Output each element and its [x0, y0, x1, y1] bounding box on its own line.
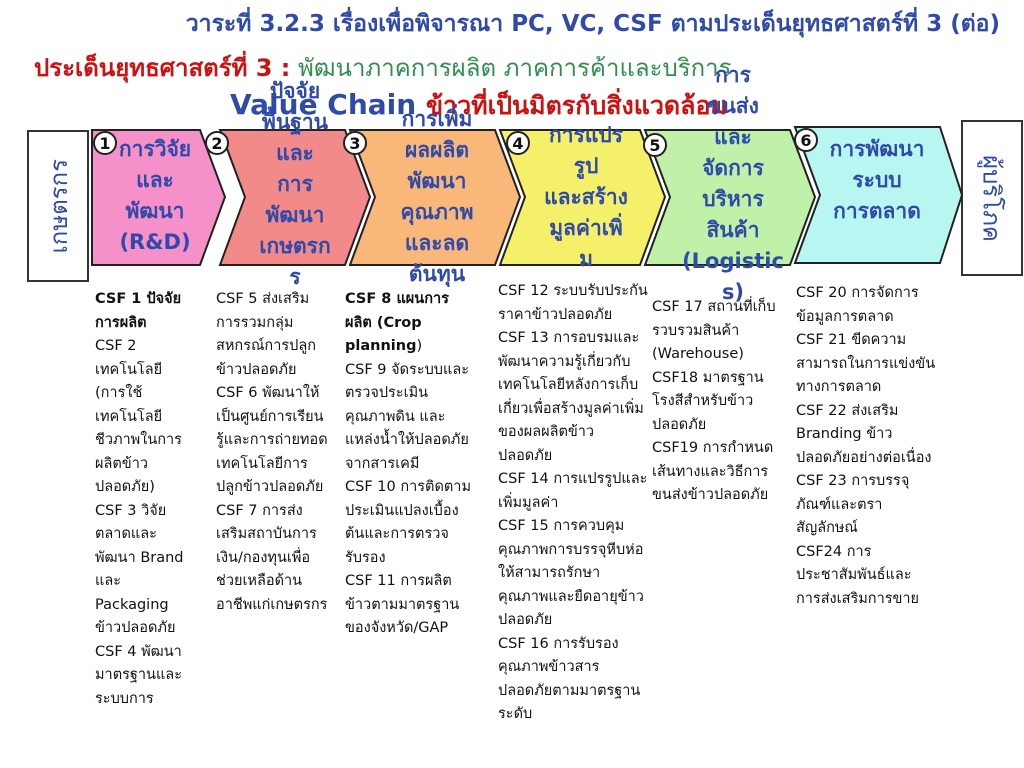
stage-6-arrow: [793, 126, 964, 264]
stage-2-text: ปัจจัย พื้นฐาน และ การ พัฒนา เกษตรก ร: [259, 79, 331, 289]
csf-column-2: CSF 5 ส่งเสริมการรวมกลุ่มสหกรณ์การปลูกข้…: [216, 291, 328, 613]
stage-3-arrow: [348, 129, 522, 266]
stage-1-number: 1: [93, 131, 117, 155]
stage-6-text: การพัฒนา ระบบ การตลาด: [829, 137, 925, 223]
stage-2-arrow: [218, 129, 372, 266]
value-chain-label: Value Chain: [230, 88, 417, 121]
csf-1-heading: CSF 1 ปัจจัยการผลิต: [95, 291, 182, 331]
stage-4-number: 4: [506, 131, 530, 155]
stage-1-text: การวิจัย และ พัฒนา (R&D): [118, 137, 192, 254]
stage-5-text: การ ขนส่ง และ จัดการ บริหาร สินค้า (Logi…: [682, 63, 784, 304]
csf-column-4: CSF 12 ระบบรับประกันราคาข้าวปลอดภัย CSF …: [498, 283, 648, 722]
consumer-label: ผู้บริโภค: [977, 154, 1006, 242]
stage-4-text: การแปร รูป และสร้าง มูลค่าเพิ่ ม: [544, 123, 628, 271]
csf-8-heading-a: CSF 8 แผนการผลิต (: [345, 291, 449, 331]
csf-8-heading-b: Crop planning: [345, 314, 422, 355]
csf-column-5: CSF 17 สถานที่เก็บรวบรวมสินค้า (Warehous…: [652, 299, 776, 503]
strategy-text: พัฒนาภาคการผลิต ภาคการค้าและบริการ: [298, 54, 732, 82]
stage-3-text: การเพิ่ม ผลผลิต พัฒนา คุณภาพ และลด ต้นทุ…: [400, 107, 474, 286]
stage-5-number: 5: [643, 133, 667, 157]
value-chain-title: Value Chain ข้าวที่เป็นมิตรกับสิ่งแวดล้อ…: [230, 86, 727, 126]
csf-8-heading-c: ): [416, 338, 423, 354]
stage-3-number: 3: [343, 131, 367, 155]
stage-1-arrow: [91, 129, 227, 266]
strategy-subtitle: ประเด็นยุทธศาสตร์ที่ 3 : พัฒนาภาคการผลิต…: [34, 48, 1014, 87]
value-chain-suffix: ข้าวที่เป็นมิตรกับสิ่งแวดล้อม: [425, 91, 727, 120]
stage-4-arrow: [498, 129, 667, 266]
csf-column-3-text: CSF 9 จัดระบบและตรวจประเมินคุณภาพดิน และ…: [345, 361, 471, 637]
csf-column-3: CSF 8 แผนการผลิต (Crop planning) CSF 9 จ…: [345, 288, 475, 641]
value-chain-arrows: [91, 126, 964, 266]
stage-5-arrow: [643, 129, 817, 266]
csf-column-1-text: CSF 2 เทคโนโลยี (การใช้เทคโนโลยีชีวภาพใน…: [95, 338, 184, 707]
page-header: วาระที่ 3.2.3 เรื่องเพื่อพิจารณา PC, VC,…: [185, 11, 1000, 37]
csf-column-1: CSF 1 ปัจจัยการผลิต CSF 2 เทคโนโลยี (การ…: [95, 288, 197, 711]
farmer-box: เกษตรกร: [27, 130, 89, 282]
strategy-label: ประเด็นยุทธศาสตร์ที่ 3 :: [34, 54, 291, 82]
stage-6-number: 6: [794, 128, 818, 152]
stage-2-number: 2: [205, 131, 229, 155]
csf-column-6: CSF 20 การจัดการข้อมูลการตลาด CSF 21 ขีด…: [796, 285, 936, 607]
